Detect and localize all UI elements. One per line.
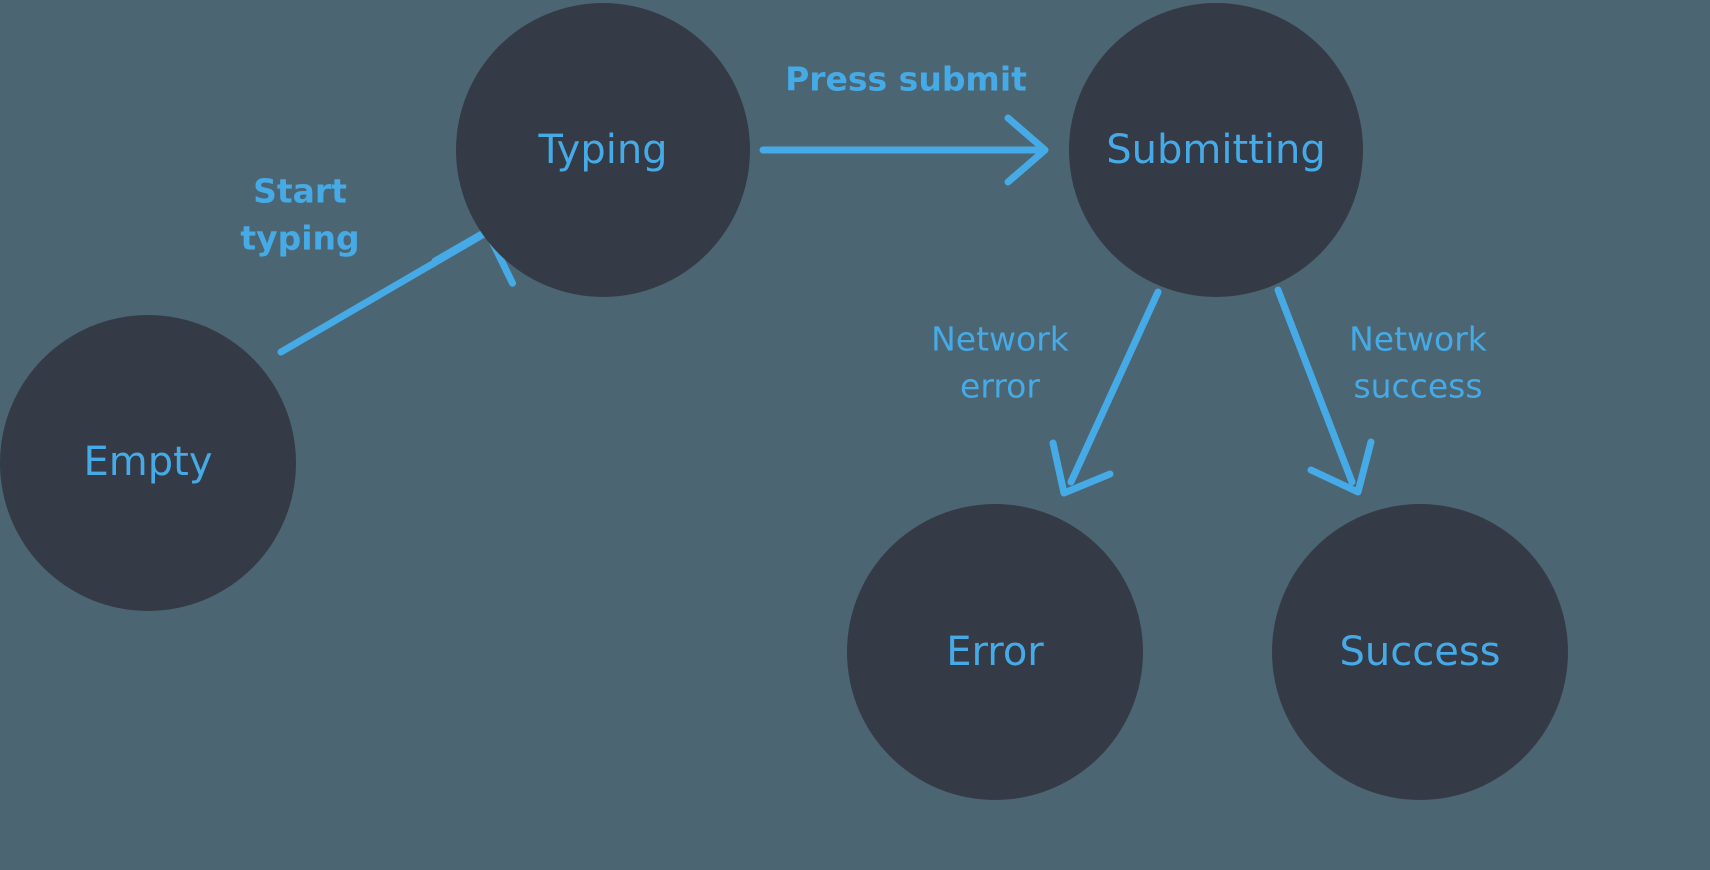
node-typing-circle[interactable] (456, 3, 750, 297)
node-error-circle[interactable] (847, 504, 1143, 800)
edge-label-start-typing-line2: typing (240, 219, 359, 258)
edge-submitting-to-success-arrowhead (1307, 438, 1375, 496)
node-empty-circle[interactable] (0, 315, 296, 611)
edge-submitting-to-error-arrowhead (1049, 439, 1114, 497)
edge-submitting-to-success (1274, 286, 1375, 496)
edge-label-network-error-line2: error (960, 367, 1040, 406)
node-submitting[interactable]: Submitting (1069, 3, 1363, 297)
edge-submitting-to-success-line (1274, 286, 1356, 486)
node-error[interactable]: Error (847, 504, 1143, 800)
edge-label-network-success-line1: Network (1349, 320, 1488, 359)
node-success-circle[interactable] (1272, 504, 1568, 800)
edge-label-press-submit: Press submit (785, 60, 1027, 99)
node-typing[interactable]: Typing (456, 3, 750, 297)
edge-label-network-success-line2: success (1353, 367, 1482, 406)
edge-submitting-to-error-line (1067, 288, 1162, 486)
node-success-label: Success (1339, 629, 1500, 675)
edge-label-start-typing-line1: Start (253, 172, 347, 211)
edge-label-network-error-line1: Network (931, 320, 1070, 359)
node-error-label: Error (946, 629, 1044, 675)
edge-typing-to-submitting (759, 114, 1049, 186)
node-typing-label: Typing (537, 127, 667, 173)
node-empty[interactable]: Empty (0, 315, 296, 611)
node-success[interactable]: Success (1272, 504, 1568, 800)
node-submitting-circle[interactable] (1069, 3, 1363, 297)
edge-typing-to-submitting-arrowhead (1004, 114, 1049, 186)
node-empty-label: Empty (84, 439, 213, 485)
edge-submitting-to-error (1049, 288, 1162, 497)
node-submitting-label: Submitting (1106, 127, 1325, 173)
